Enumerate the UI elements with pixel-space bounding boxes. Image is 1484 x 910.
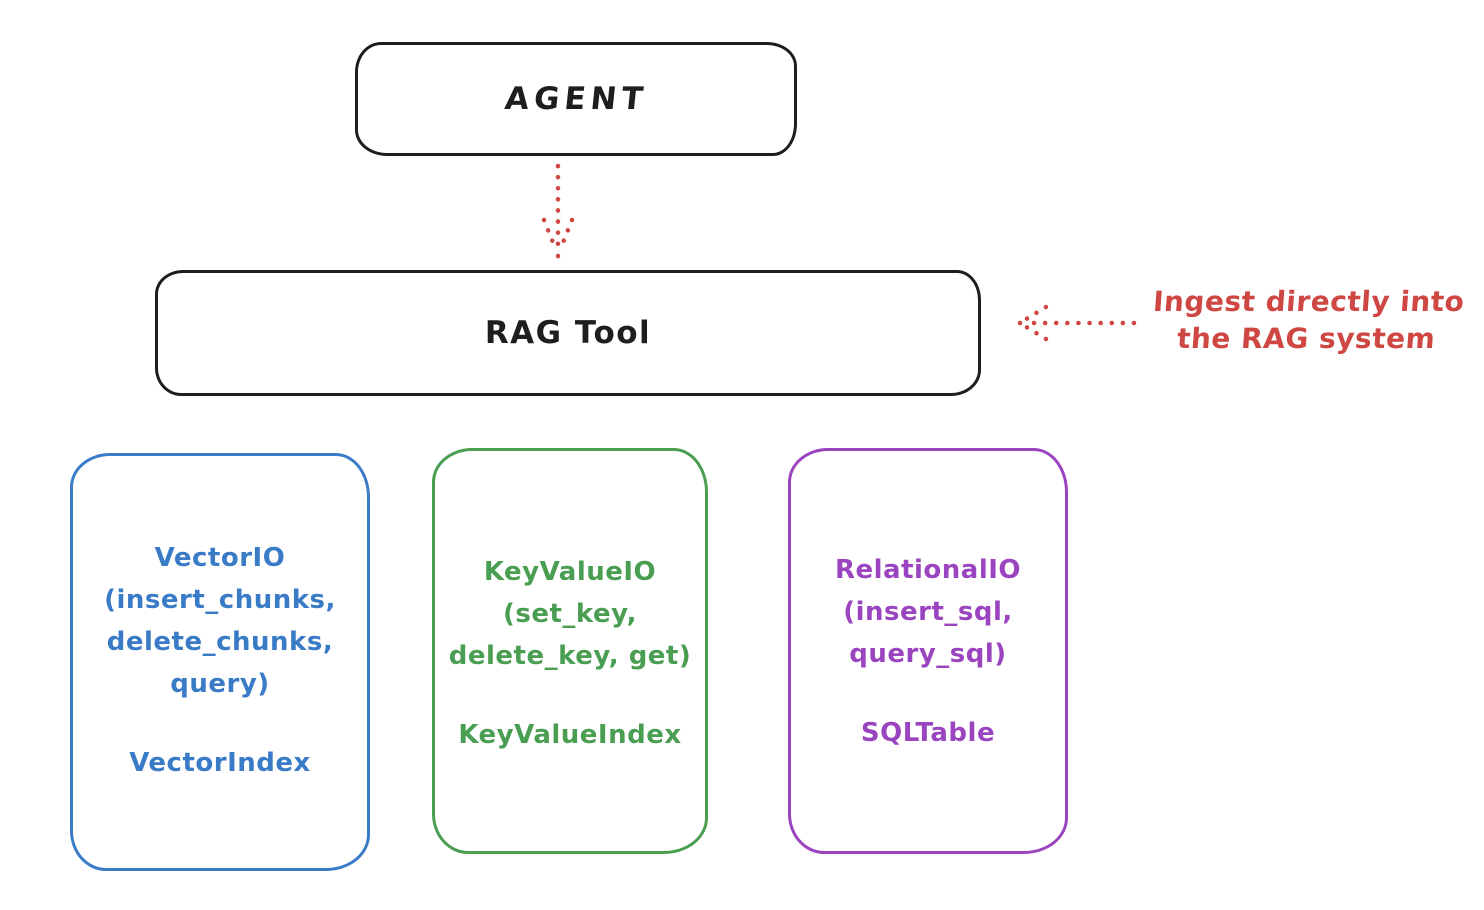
io-line: (insert_chunks,: [104, 585, 336, 615]
agent-to-ragtool-arrow-icon: [541, 163, 575, 259]
relational-io-node: RelationalIO (insert_sql, query_sql) SQL…: [788, 448, 1068, 854]
rag-tool-label: RAG Tool: [484, 315, 652, 351]
io-line: delete_key, get): [448, 641, 692, 671]
keyvalue-index-label: KeyValueIndex: [458, 720, 682, 750]
vector-io-description: VectorIO (insert_chunks, delete_chunks, …: [73, 537, 367, 705]
io-line: VectorIO: [154, 543, 286, 573]
io-line: KeyValueIO: [483, 557, 657, 587]
relational-io-description: RelationalIO (insert_sql, query_sql): [791, 549, 1065, 675]
ingest-annotation-line1: Ingest directly into: [1151, 285, 1466, 318]
io-line: query): [170, 669, 270, 699]
vector-io-node: VectorIO (insert_chunks, delete_chunks, …: [70, 453, 370, 871]
keyvalue-io-node: KeyValueIO (set_key, delete_key, get) Ke…: [432, 448, 708, 854]
io-line: delete_chunks,: [106, 627, 334, 657]
ingest-annotation: Ingest directly into the RAG system: [1132, 283, 1482, 357]
vector-index-label: VectorIndex: [129, 748, 311, 778]
agent-node: AGENT: [355, 42, 797, 156]
ingest-arrow-icon: [1017, 304, 1137, 342]
io-line: query_sql): [849, 639, 1007, 669]
agent-label: AGENT: [502, 81, 650, 117]
keyvalue-io-description: KeyValueIO (set_key, delete_key, get): [435, 551, 705, 677]
rag-tool-node: RAG Tool: [155, 270, 981, 396]
io-line: RelationalIO: [834, 555, 1022, 585]
io-line: (insert_sql,: [843, 597, 1013, 627]
ingest-annotation-line2: the RAG system: [1175, 322, 1437, 355]
sql-table-label: SQLTable: [860, 718, 996, 748]
io-line: (set_key,: [503, 599, 637, 629]
